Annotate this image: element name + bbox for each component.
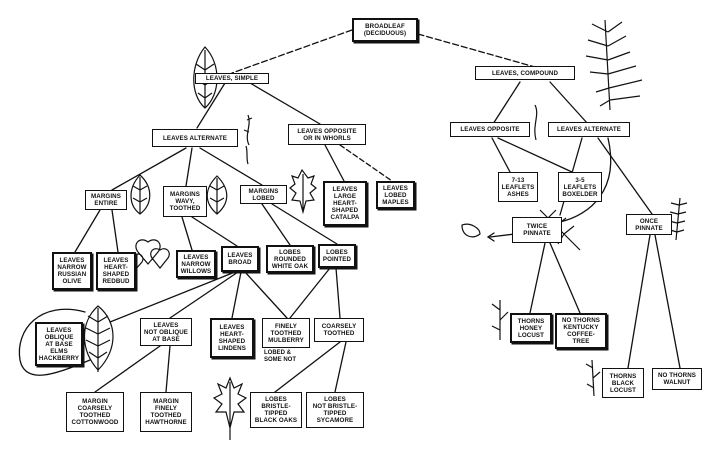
edge-simple-opposite (249, 82, 321, 125)
edge-opp-maples (339, 144, 393, 182)
mulberry-note: LOBED & SOME NOT (264, 350, 297, 363)
edge-broadleaf-simple (231, 29, 353, 74)
edge-broad-elms (109, 271, 236, 323)
node-simple-alternate: LEAVES ALTERNATE (152, 129, 238, 147)
wavy-leaf-sketch (206, 175, 228, 215)
edge-broad-notoblique (169, 271, 239, 319)
edge-twice-coffee (549, 242, 581, 314)
elm-loop (18, 308, 91, 376)
node-walnut: NO THORNS WALNUT (652, 368, 702, 390)
edge-entire-olive (74, 209, 101, 253)
node-leaves-compound: LEAVES, COMPOUND (475, 66, 575, 80)
edge-coarse-blackoaks (274, 341, 341, 393)
edge-copp-boxelder (497, 137, 573, 173)
edge-coarse-sycamore (334, 341, 347, 393)
edge-pointed-coarse (335, 267, 341, 319)
node-compound-alternate: LEAVES ALTERNATE (548, 122, 630, 137)
edge-alt-lobed (199, 147, 263, 186)
edge-entire-redbud (111, 209, 119, 253)
honey-locust-thorn-sketch (491, 300, 509, 340)
node-maples: LEAVES LOBED MAPLES (376, 181, 415, 209)
edge-twice-honey (529, 242, 546, 314)
node-sycamore: LOBES NOT BRISTLE- TIPPED SYCAMORE (306, 392, 364, 428)
node-leaves-simple: LEAVES, SIMPLE (195, 73, 269, 84)
node-boxelder: 3-5 LEAFLETS BOXELDER (558, 172, 602, 202)
alternate-twig-sketch (243, 114, 253, 146)
compound-leaf-sketch (585, 19, 643, 111)
edge-opp-catalpa (324, 144, 345, 182)
node-coarsely-toothed: COARSELY TOOTHED (314, 318, 364, 342)
edge-notoblique-cottonwood (94, 345, 161, 393)
compound-opposite-twig (534, 104, 538, 141)
edge-compound-alternate (549, 81, 589, 125)
node-cottonwood: MARGIN COARSELY TOOTHED COTTONWOOD (66, 392, 124, 432)
node-redbud: LEAVES HEART- SHAPED REDBUD (96, 252, 136, 290)
edge-alt-entire (111, 147, 187, 191)
edge-broad-lindens (231, 271, 242, 319)
leaflet-sketch (461, 223, 481, 238)
edge-copp-ashes (491, 137, 511, 173)
opposite-twig-sketch (245, 145, 249, 165)
edge-pointed-mulberry (289, 267, 331, 319)
edge-simple-alternate (196, 82, 226, 129)
node-black-locust: THORNS BLACK LOCUST (602, 368, 644, 398)
node-once-pinnate: ONCE PINNATE (626, 214, 672, 235)
arrow-head (486, 232, 495, 242)
once-pinnate-leaf-sketch (668, 197, 688, 241)
edge-notoblique-hawthorne (165, 345, 171, 393)
node-leaves-broad: LEAVES BROAD (221, 246, 259, 272)
edge-calt-once (597, 137, 653, 215)
node-willows: LEAVES NARROW WILLOWS (176, 250, 216, 278)
node-elms: LEAVES OBLIQUE AT BASE ELMS HACKBERRY (35, 322, 83, 366)
node-honey-locust: THORNS HONEY LOCUST (510, 313, 552, 343)
node-margins-lobed: MARGINS LOBED (240, 185, 287, 204)
node-margins-wavy: MARGINS WAVY, TOOTHED (163, 186, 207, 217)
edge-wavy-willows (181, 216, 193, 251)
node-lobes-pointed: LOBES POINTED (318, 244, 356, 268)
node-not-oblique: LEAVES NOT OBLIQUE AT BASE (140, 318, 192, 346)
node-simple-opposite: LEAVES OPPOSITE OR IN WHORLS (288, 124, 366, 145)
node-white-oak: LOBES ROUNDED WHITE OAK (266, 245, 314, 273)
edge-alt-wavy (185, 147, 193, 187)
edge-wavy-broad (191, 216, 238, 247)
edge-lobed-pointed (271, 203, 338, 245)
black-locust-thorn-sketch (585, 359, 601, 397)
node-lindens: LEAVES HEART- SHAPED LINDENS (210, 318, 254, 358)
edge-once-walnut (654, 234, 681, 369)
lobed-leaf-sketch (289, 168, 317, 215)
node-russian-olive: LEAVES NARROW RUSSIAN OLIVE (52, 252, 92, 290)
node-mulberry: FINELY TOOTHED MULBERRY (262, 318, 310, 348)
node-black-oaks: LOBES BRISTLE- TIPPED BLACK OAKS (250, 392, 302, 428)
node-ashes: 7-13 LEAFLETS ASHES (498, 172, 538, 202)
edge-broadleaf-compound (417, 33, 536, 68)
edge-broad-mulberry (244, 271, 288, 319)
edge-lobed-whiteoak (261, 203, 291, 246)
node-twice-pinnate: TWICE PINNATE (512, 217, 562, 243)
black-oak-leaf-sketch (212, 376, 248, 440)
elm-leaf-sketch (84, 305, 114, 372)
node-broadleaf: BROADLEAF (Deciduous) (352, 18, 418, 42)
edge-once-blacklocust (627, 234, 651, 369)
edge-compound-opposite (492, 81, 521, 125)
node-hawthorne: MARGIN FINELY TOOTHED HAWTHORNE (140, 392, 192, 432)
entire-leaf-sketch (130, 174, 151, 215)
node-coffee-tree: NO THORNS KENTUCKY COFFEE- TREE (555, 313, 607, 349)
node-catalpa: LEAVES LARGE HEART- SHAPED CATALPA (323, 181, 367, 226)
node-compound-opposite: LEAVES OPPOSITE (450, 122, 530, 137)
node-margins-entire: MARGINS ENTIRE (85, 190, 127, 210)
